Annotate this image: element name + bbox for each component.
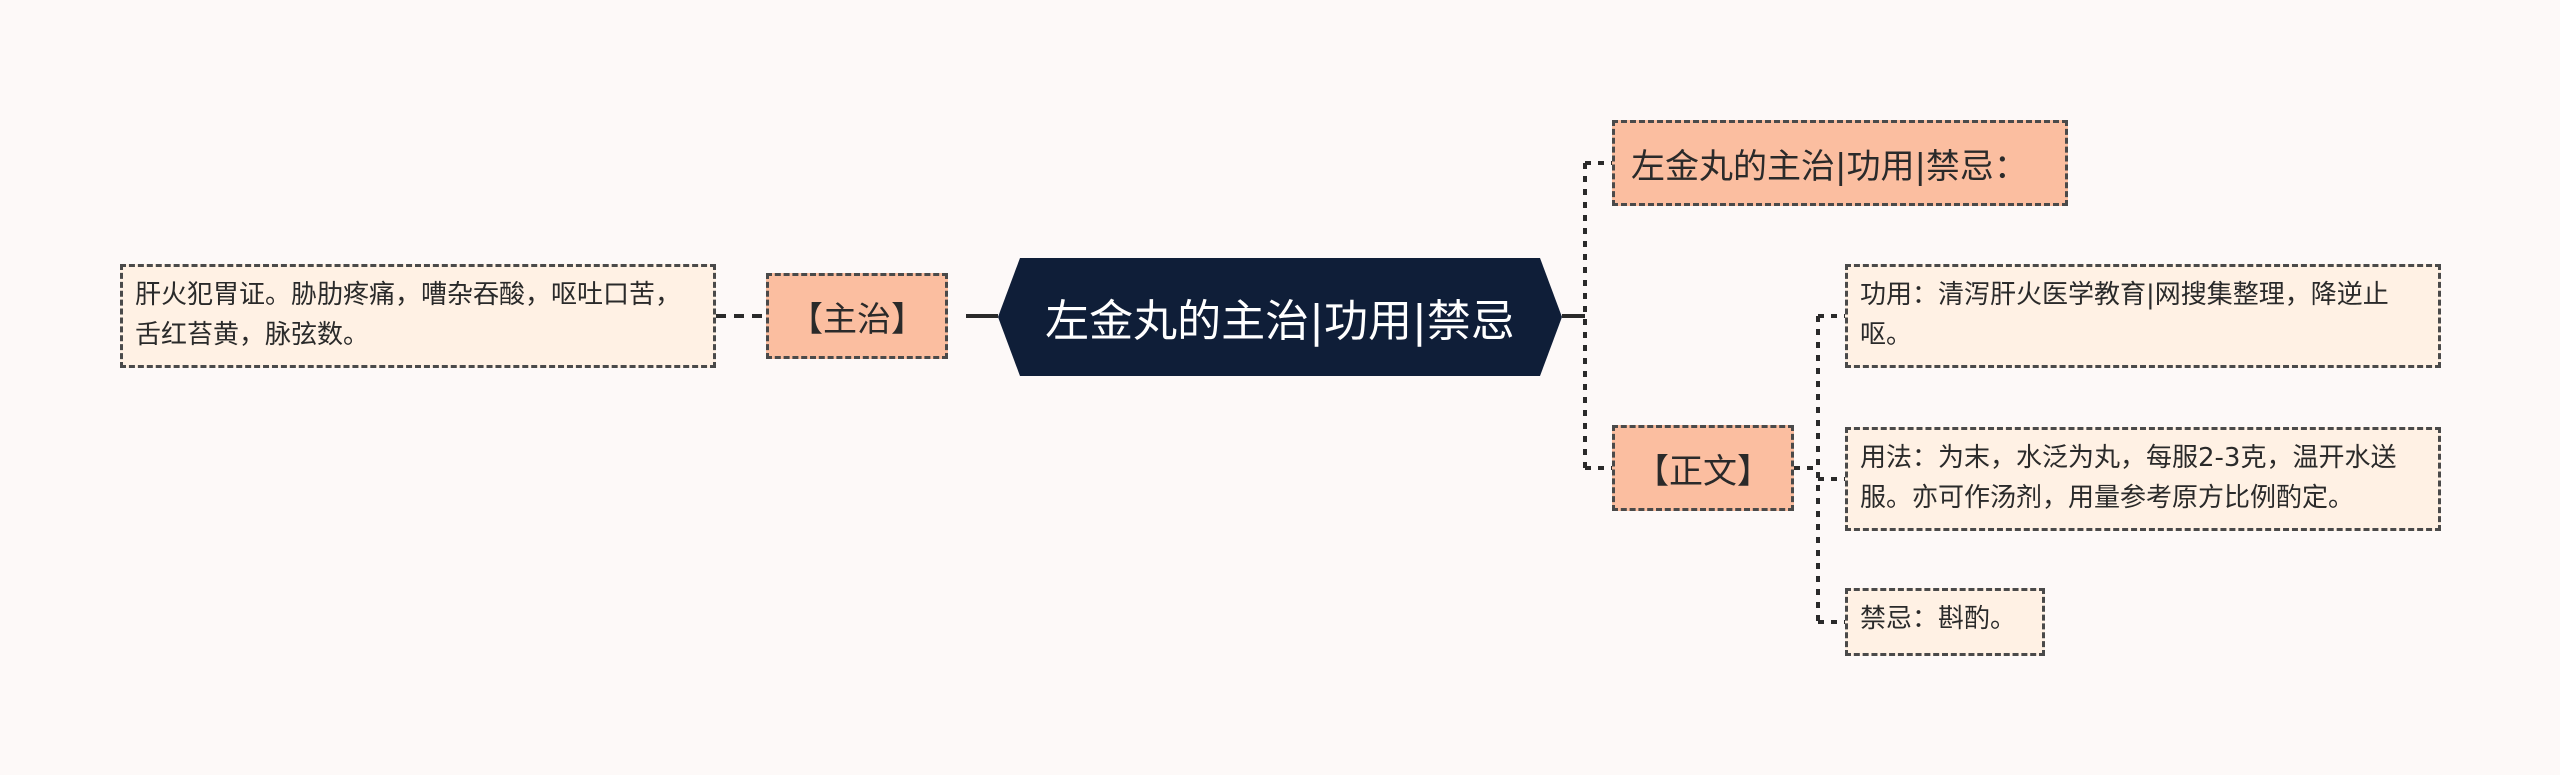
branch-zhuzhi[interactable]: 【主治】 [766, 273, 948, 359]
leaf-gongyong-text: 功用：清泻肝火医学教育|网搜集整理，降逆止呕。 [1860, 280, 2389, 350]
leaf-yongfa-text: 用法：为末，水泛为丸，每服2-3克，温开水送服。亦可作汤剂，用量参考原方比例酌定… [1860, 443, 2397, 513]
leaf-jinji-text: 禁忌：斟酌。 [1860, 604, 2017, 634]
branch-zhengwen-label: 【正文】 [1635, 451, 1771, 492]
leaf-yongfa[interactable]: 用法：为末，水泛为丸，每服2-3克，温开水送服。亦可作汤剂，用量参考原方比例酌定… [1845, 427, 2441, 531]
leaf-zhuzhi-content[interactable]: 肝火犯胃证。胁肋疼痛，嘈杂吞酸，呕吐口苦，舌红苔黄，脉弦数。 [120, 264, 716, 368]
root-hexagon-shape [998, 258, 1562, 376]
branch-title[interactable]: 左金丸的主治|功用|禁忌： [1612, 120, 2068, 206]
leaf-gongyong[interactable]: 功用：清泻肝火医学教育|网搜集整理，降逆止呕。 [1845, 264, 2441, 368]
root-node[interactable]: 左金丸的主治|功用|禁忌 [998, 258, 1562, 376]
root-label: 左金丸的主治|功用|禁忌 [1045, 296, 1515, 347]
branch-zhuzhi-label: 【主治】 [789, 299, 925, 340]
leaf-zhuzhi-text: 肝火犯胃证。胁肋疼痛，嘈杂吞酸，呕吐口苦，舌红苔黄，脉弦数。 [135, 280, 682, 350]
branch-zhengwen[interactable]: 【正文】 [1612, 425, 1794, 511]
leaf-jinji[interactable]: 禁忌：斟酌。 [1845, 588, 2045, 656]
branch-title-label: 左金丸的主治|功用|禁忌： [1631, 146, 2028, 187]
